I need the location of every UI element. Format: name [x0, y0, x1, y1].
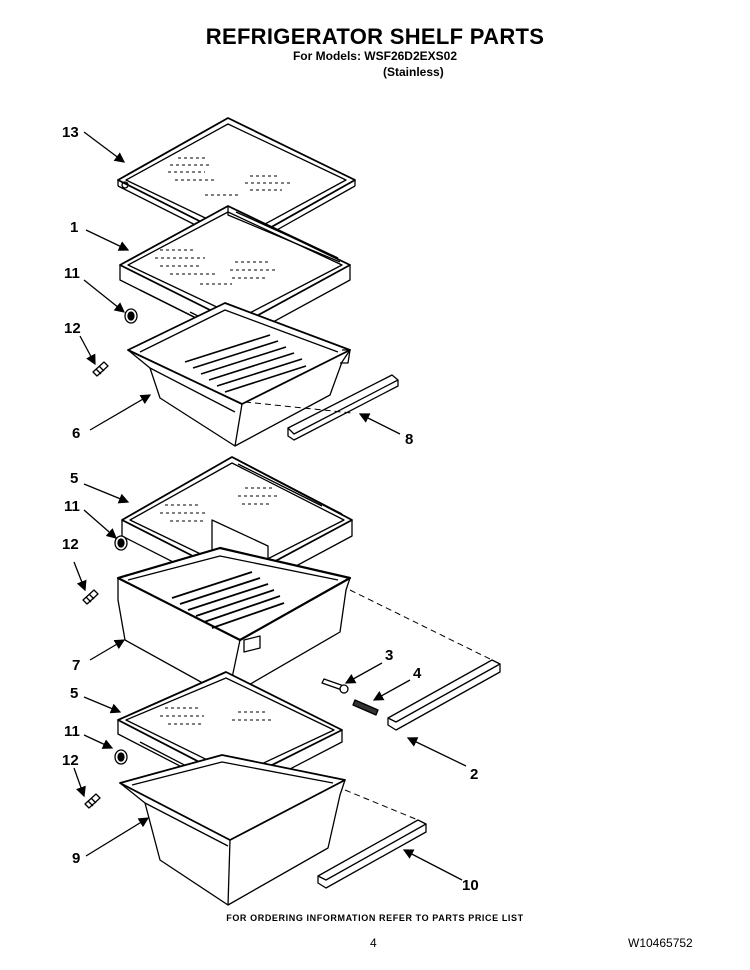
leader-8	[358, 413, 401, 435]
leader-12-a	[79, 335, 96, 366]
callout-10: 10	[462, 877, 479, 894]
glide-part-11-a	[124, 308, 138, 324]
leader-2	[406, 737, 467, 767]
callout-6: 6	[72, 425, 80, 442]
screw-part-12-a	[92, 361, 109, 377]
callout-3: 3	[385, 647, 393, 664]
callout-12-c: 12	[62, 752, 79, 769]
finish-line: (Stainless)	[383, 65, 444, 79]
leader-11-b	[83, 509, 117, 539]
shelf-frame-part-1	[119, 205, 351, 341]
callout-12-a: 12	[64, 320, 81, 337]
callout-2: 2	[470, 766, 478, 783]
ordering-note: FOR ORDERING INFORMATION REFER TO PARTS …	[226, 913, 524, 923]
crisper-pan-part-9	[119, 754, 346, 906]
models-line: For Models: WSF26D2EXS02	[292, 49, 458, 63]
callout-7: 7	[72, 657, 80, 674]
callout-11-b: 11	[64, 498, 80, 515]
leader-5-a	[83, 483, 130, 504]
callout-11-c: 11	[64, 723, 80, 740]
leader-3	[344, 662, 383, 684]
leader-13	[83, 131, 126, 163]
page-number: 4	[370, 936, 377, 950]
callout-9: 9	[72, 850, 80, 867]
leader-9	[85, 817, 150, 857]
leader-12-c	[73, 767, 86, 798]
bracket-part-3	[321, 678, 349, 694]
glide-part-11-c	[114, 749, 128, 765]
leader-1	[85, 229, 130, 251]
leader-10	[402, 849, 463, 881]
document-number: W10465752	[628, 936, 693, 950]
callout-1: 1	[70, 219, 78, 236]
callout-8: 8	[405, 431, 413, 448]
leader-11-c	[83, 734, 114, 749]
leader-4	[372, 679, 411, 701]
callout-4: 4	[413, 665, 422, 682]
bracket-part-4	[352, 699, 379, 716]
glide-part-11-b	[114, 535, 128, 551]
callout-5-a: 5	[70, 470, 78, 487]
screw-part-12-b	[82, 589, 99, 605]
callout-5-b: 5	[70, 685, 78, 702]
callout-11-a: 11	[64, 265, 80, 282]
trim-part-8	[287, 374, 399, 441]
callout-12-b: 12	[62, 536, 79, 553]
deli-pan-part-7	[116, 546, 352, 698]
trim-part-2	[387, 659, 501, 731]
leader-6	[89, 394, 152, 431]
leader-5-b	[83, 696, 122, 714]
leader-12-b	[73, 561, 87, 592]
callout-13: 13	[62, 124, 79, 141]
crisper-pan-part-6	[127, 302, 351, 447]
page-title: REFRIGERATOR SHELF PARTS	[205, 24, 545, 49]
leader-11-a	[83, 279, 126, 313]
leader-7	[89, 639, 126, 661]
screw-part-12-c	[84, 793, 101, 809]
trim-part-10	[317, 819, 427, 889]
